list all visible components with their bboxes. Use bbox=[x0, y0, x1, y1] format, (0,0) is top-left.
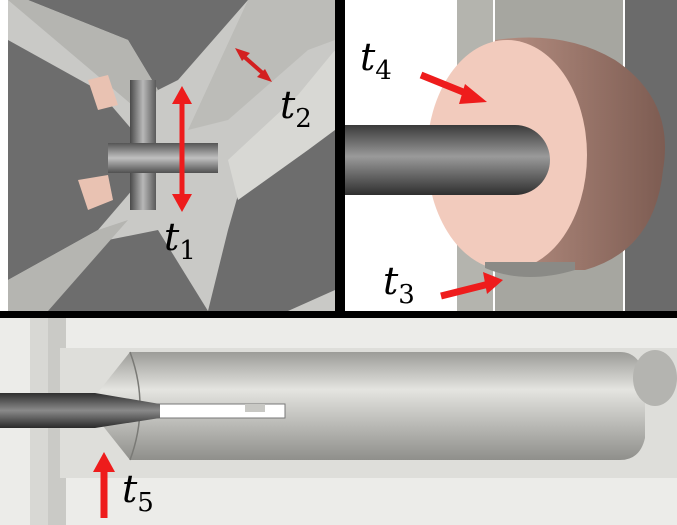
channel-bottom-left bbox=[8, 220, 128, 311]
t3-arrow-head bbox=[483, 272, 503, 294]
screw-longitudinal-drawing bbox=[0, 318, 677, 525]
t1-arrow-head bbox=[172, 194, 192, 212]
guide-wire bbox=[0, 393, 160, 428]
top-block bbox=[28, 0, 248, 90]
t2-arrow-head bbox=[257, 69, 272, 82]
bottom-block bbox=[38, 230, 208, 311]
bone-fragment bbox=[78, 175, 113, 210]
t3-arrow-shaft bbox=[440, 280, 490, 300]
panel-cross-section bbox=[8, 0, 335, 311]
panel-divider-vertical bbox=[335, 0, 345, 313]
t2-arrow-head bbox=[235, 48, 250, 61]
panel-screw-longitudinal bbox=[0, 318, 677, 525]
t5-arrow-head bbox=[93, 452, 115, 472]
t4-arrow-head bbox=[459, 84, 487, 104]
slot-step bbox=[245, 404, 265, 412]
label-t1: t1 bbox=[164, 215, 196, 266]
screw-body bbox=[95, 352, 645, 460]
label-t5: t5 bbox=[122, 467, 154, 518]
label-t2: t2 bbox=[280, 83, 312, 134]
channel-right bbox=[228, 50, 335, 200]
horizontal-pin bbox=[108, 143, 218, 173]
channel-top-right bbox=[188, 0, 335, 130]
label-t3: t3 bbox=[383, 259, 415, 310]
panel-screw-bone bbox=[345, 0, 677, 311]
t1-arrow-head bbox=[172, 86, 192, 104]
bone-tab bbox=[485, 262, 575, 278]
bone-fragment bbox=[88, 75, 118, 110]
screw-bone-drawing bbox=[345, 0, 677, 311]
label-t4: t4 bbox=[360, 35, 392, 86]
end-ball bbox=[633, 350, 677, 406]
cross-section-drawing bbox=[8, 0, 335, 311]
screw-shaft bbox=[345, 125, 550, 195]
channel-top-left bbox=[8, 0, 158, 110]
left-block bbox=[8, 40, 158, 280]
panel-divider-horizontal bbox=[0, 311, 677, 318]
